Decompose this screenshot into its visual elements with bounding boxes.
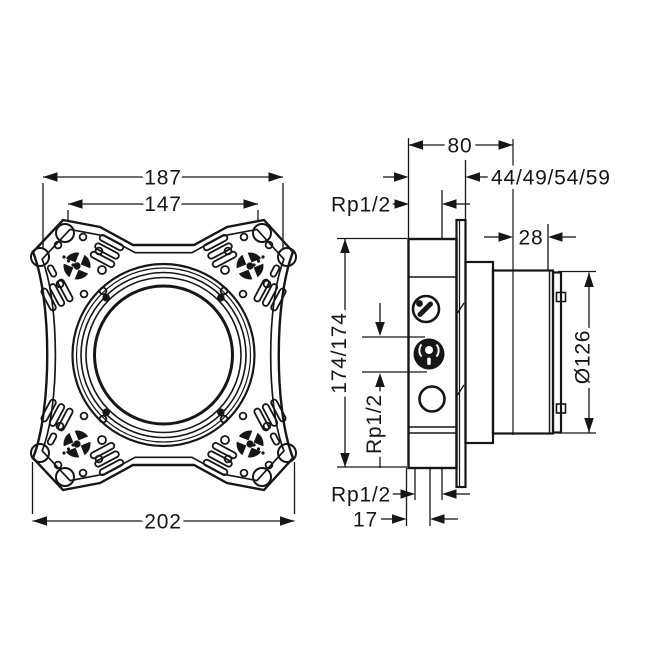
port-middle [413,338,445,370]
dim-connection-top: Rp1/2 [331,194,391,217]
cylinder-body [491,269,555,435]
hand-shower-icon [416,300,433,317]
cylinder-end-cap [551,271,563,434]
dim-connection-bottom: Rp1/2 [331,484,391,507]
dimension-labels: 187 147 202 80 44/49/54/59 Rp1/2 28 174/… [140,130,615,538]
dim-width-upper: 187 [144,167,181,190]
dim-width-inner: 147 [144,193,181,216]
dimension-arrowheads [32,140,594,526]
dim-depth-total: 80 [448,135,473,158]
dimension-lines [31,138,596,526]
cap-tab-top [555,291,567,303]
port-bottom [418,385,446,413]
dim-offset-bottom: 17 [353,509,378,532]
cap-tab-bottom [555,403,567,414]
port-top [411,294,441,324]
flange-plate [455,218,467,489]
plate-outline [31,218,295,492]
plate-inner-contour [41,228,285,482]
step-block [464,260,495,445]
central-opening-rings [71,262,256,448]
side-view-basic-set [407,139,567,489]
dim-height: 174/174 [328,312,351,394]
dim-width-overall: 202 [144,511,181,534]
dim-connection-mid: Rp1/2 [363,394,386,454]
ring-fixing-dots [102,293,225,417]
dim-diameter: Ø126 [572,330,595,385]
dim-protrusion: 28 [519,227,544,250]
front-view-mounting-plate [30,218,297,492]
plain-port-icon [418,385,446,413]
dim-installation-depths: 44/49/54/59 [491,167,611,190]
overhead-shower-icon [418,343,440,365]
